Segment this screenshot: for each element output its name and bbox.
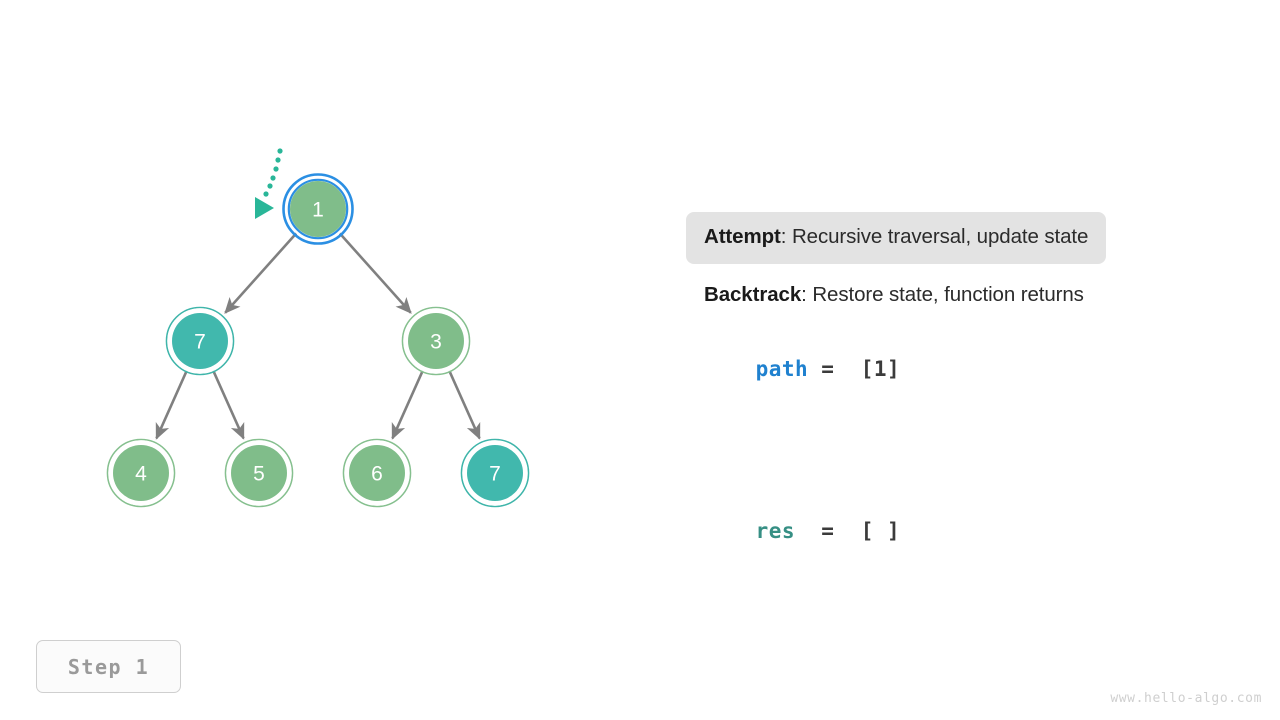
watermark: www.hello-algo.com (1110, 691, 1262, 706)
tree-edge (155, 369, 189, 440)
backtrack-label: Backtrack (704, 282, 802, 306)
tree-edge (224, 231, 298, 314)
tree-node: 5 (224, 438, 294, 508)
call-pointer (255, 148, 283, 219)
tree-node: 3 (401, 306, 471, 376)
info-panel: Attempt: Recursive traversal, update sta… (686, 212, 1206, 567)
pointer-arrow-icon (255, 197, 274, 219)
tree-nodes: 1 7 3 4 5 6 7 (106, 173, 530, 508)
attempt-label: Attempt (704, 225, 781, 248)
backtrack-text: : Restore state, function returns (801, 282, 1084, 306)
path-variable-value: = [1] (808, 357, 901, 381)
tree-diagram: 1 7 3 4 5 6 7 (106, 148, 530, 508)
tree-node-label: 1 (312, 199, 324, 222)
tree-node: 1 (282, 173, 354, 245)
step-label: Step 1 (67, 654, 150, 679)
tree-node-label: 5 (253, 463, 265, 486)
tree-edge (447, 369, 481, 440)
tree-node: 6 (342, 438, 412, 508)
tree-node-label: 7 (489, 463, 501, 486)
attempt-description: Attempt: Recursive traversal, update sta… (686, 212, 1107, 264)
tree-edge (391, 369, 425, 440)
attempt-text: : Recursive traversal, update state (780, 225, 1089, 248)
pointer-dot (275, 157, 281, 163)
pointer-dot (267, 183, 273, 189)
tree-node: 7 (460, 438, 530, 508)
path-state-line: path = [1] (686, 333, 1206, 405)
pointer-dot (277, 148, 283, 154)
backtrack-description: Backtrack: Restore state, function retur… (686, 282, 1206, 306)
tree-node-label: 3 (430, 331, 442, 354)
tree-edges (155, 231, 481, 440)
res-variable-value: = [ ] (795, 519, 901, 543)
path-variable-name: path (755, 357, 809, 381)
tree-node: 7 (165, 306, 235, 376)
tree-node-label: 6 (371, 463, 383, 486)
tree-edge (338, 231, 412, 314)
step-badge: Step 1 (36, 640, 181, 693)
pointer-dot (270, 175, 276, 181)
tree-node: 4 (106, 438, 176, 508)
tree-edge (211, 369, 245, 440)
tree-node-label: 7 (194, 331, 206, 354)
pointer-dot (263, 191, 269, 197)
res-state-line: res = [ ] (686, 495, 1206, 567)
pointer-dot (273, 166, 279, 172)
res-variable-name: res (755, 519, 796, 543)
tree-node-label: 4 (135, 463, 147, 486)
tree-svg: 1 7 3 4 5 6 7 (106, 148, 530, 508)
